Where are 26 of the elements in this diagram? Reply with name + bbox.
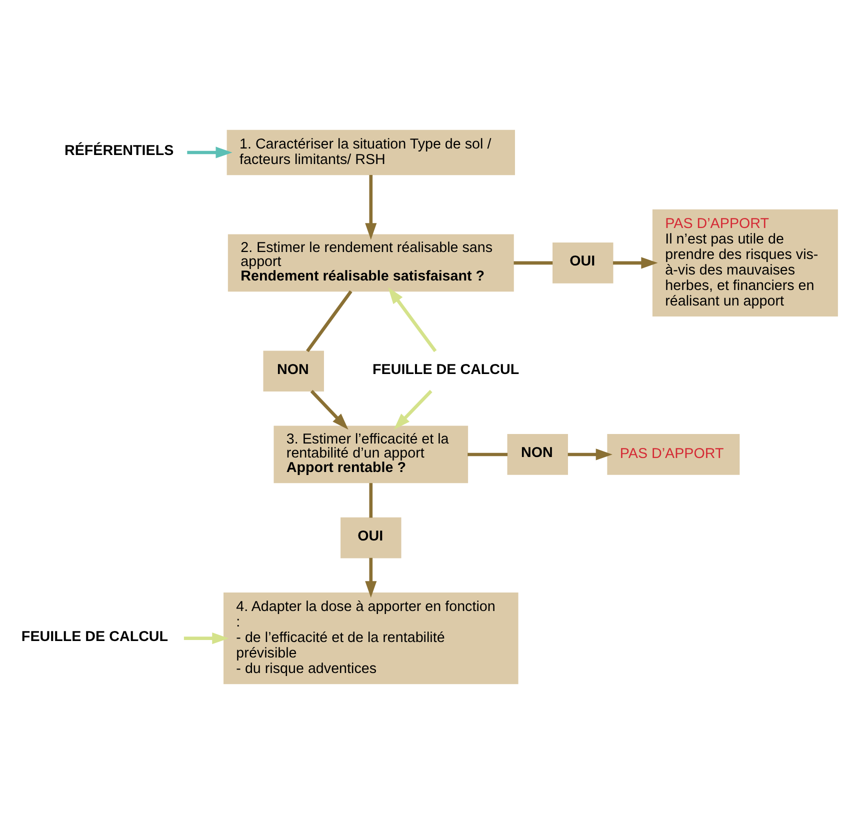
arrow [613, 257, 658, 269]
arrow [365, 174, 377, 240]
node-box: 4. Adapter la dose à apporter en fonction : - de l’efficacité et de la rentabilité prévisible - du risque adventices [224, 592, 518, 684]
connector [468, 452, 508, 456]
node-box: OUI [340, 517, 402, 558]
node-box: OUI [552, 242, 614, 284]
arrow [187, 146, 232, 158]
node-box: 3. Estimer l’efficacité et la rentabilité d’un apport Apport rentable ? [274, 426, 468, 484]
node-box: 2. Estimer le rendement réalisable sans apport Rendement réalisable satisfaisant ? [228, 234, 514, 292]
arrow [365, 558, 377, 598]
connector [369, 483, 373, 518]
arrow [310, 390, 348, 430]
node-text: FEUILLE DE CALCUL [372, 362, 520, 378]
node-box: PAS D’APPORT [607, 434, 740, 475]
arrow [394, 390, 432, 430]
arrow [184, 632, 229, 644]
node-text: RÉFÉRENTIELS [64, 143, 174, 160]
connector [306, 290, 352, 352]
arrow [568, 448, 612, 460]
node-box: NON [263, 350, 324, 392]
node-box: PAS D’APPORT Il n’est pas utile de prendre des risques vis-à-vis des mauvaises herbes, et financiers en réalisant un apport [652, 209, 838, 316]
arrow [388, 287, 437, 352]
node-box: 1. Caractériser la situation Type de sol / facteurs limitants/ RSH [226, 130, 515, 176]
node-text: FEUILLE DE CALCUL [21, 628, 168, 645]
connector [514, 261, 553, 265]
node-box: NON [507, 434, 568, 475]
